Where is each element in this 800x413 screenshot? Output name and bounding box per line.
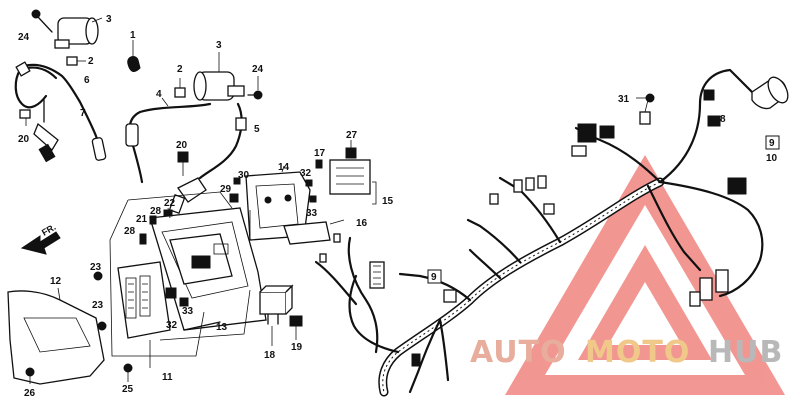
watermark-word-hub: HUB (708, 335, 783, 370)
watermark-word-auto: AUTO (470, 335, 567, 370)
callout-9-center: 9 (427, 269, 442, 284)
callout-16: 16 (356, 218, 368, 229)
svg-text:9: 9 (431, 272, 437, 283)
callout-4: 4 (156, 89, 162, 100)
ignition-coil-left (54, 17, 103, 49)
callout-24: 24 (252, 64, 264, 75)
callout-23: 23 (92, 300, 104, 311)
callout-23: 23 (90, 262, 102, 273)
watermark-word-moto: MOTO (585, 335, 690, 370)
callout-19: 19 (291, 342, 303, 353)
bolts-23-25 (93, 271, 133, 382)
ht-lead-4-5 (125, 97, 247, 184)
callout-20: 20 (18, 134, 30, 145)
callout-2: 2 (177, 64, 183, 75)
callout-1: 1 (130, 30, 136, 41)
cdi-unit-11 (117, 261, 171, 368)
callout-9-top: 9 (765, 135, 780, 150)
ignition-coil-center (193, 52, 245, 101)
fasteners-29-30 (229, 177, 241, 203)
unit-15 (329, 140, 377, 205)
svg-text:9: 9 (769, 138, 775, 149)
watermark-text: AUTO MOTO HUB (470, 335, 783, 370)
callout-3: 3 (106, 14, 112, 25)
exploded-outline (109, 191, 251, 357)
callout-32: 32 (300, 168, 312, 179)
side-cover-12 (7, 287, 105, 385)
callout-33: 33 (306, 208, 318, 219)
callout-28: 28 (124, 226, 136, 237)
spark-plug-cap-center (168, 151, 207, 215)
mounting-frame-13 (149, 207, 267, 331)
bracket-14 (245, 165, 311, 241)
ht-lead-6-7 (14, 61, 107, 161)
callout-11: 11 (162, 372, 173, 383)
coil-cap-2-center (174, 78, 186, 98)
bolt-24-left (31, 9, 53, 33)
clamp-1 (127, 40, 141, 72)
callout-27: 27 (346, 130, 358, 141)
callout-14: 14 (278, 162, 290, 173)
bolt-31 (636, 93, 655, 103)
spark-plug-cap-left (19, 99, 59, 163)
callout-5: 5 (254, 124, 260, 135)
pad-16 (283, 219, 345, 245)
callout-33: 33 (182, 306, 194, 317)
callout-24: 24 (18, 32, 30, 43)
callout-18: 18 (264, 350, 276, 361)
callout-29: 29 (220, 184, 232, 195)
bolt-26 (25, 367, 35, 384)
coil-cap-2-left (66, 56, 86, 66)
callout-22: 22 (164, 198, 176, 209)
wire-harness (314, 68, 789, 397)
callout-labels: 3 24 2 6 7 20 1 2 3 24 4 5 20 14 30 29 1… (18, 14, 778, 399)
connector-19 (289, 315, 303, 340)
callout-2: 2 (88, 56, 94, 67)
callout-10: 10 (766, 153, 778, 164)
callout-7: 7 (80, 108, 86, 119)
box-fasteners (139, 209, 189, 307)
callout-3: 3 (216, 40, 222, 51)
callout-13: 13 (216, 322, 228, 333)
callout-21: 21 (136, 214, 148, 225)
relay-18 (259, 284, 294, 346)
watermark-logo (505, 155, 785, 395)
callout-31: 31 (618, 94, 630, 105)
callout-28: 28 (150, 206, 162, 217)
callout-30: 30 (238, 170, 250, 181)
callout-8: 8 (720, 114, 726, 125)
bolt-24-center (247, 76, 263, 100)
callout-17: 17 (314, 148, 326, 159)
callout-32: 32 (166, 320, 178, 331)
callout-12: 12 (50, 276, 62, 287)
callout-20: 20 (176, 140, 188, 151)
callout-15: 15 (382, 196, 394, 207)
callout-6: 6 (84, 75, 90, 86)
fasteners-17-32-33 (305, 159, 323, 203)
front-direction-arrow (20, 231, 61, 255)
callout-26: 26 (24, 388, 36, 399)
callout-25: 25 (122, 384, 134, 395)
